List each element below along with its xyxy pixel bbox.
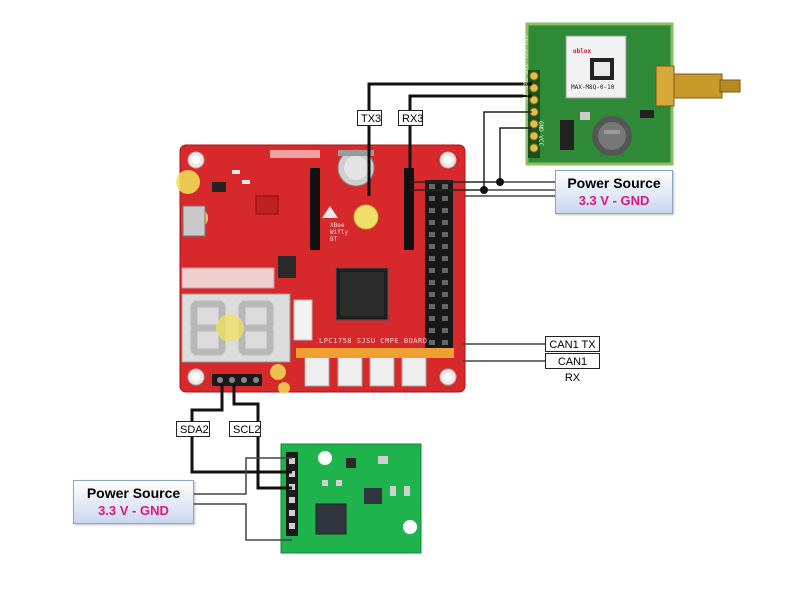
- sensor-module: [280, 443, 422, 554]
- junction-dot: [480, 186, 488, 194]
- tx3-label: TX3: [357, 110, 382, 126]
- power-bottom-vcc: [194, 457, 292, 495]
- rx3-wire: [408, 94, 532, 192]
- gps-chip-model: MAX-M8Q-0-10: [571, 84, 615, 91]
- power-source-box-top: Power Source 3.3 V - GND: [555, 170, 673, 214]
- power-source-voltage: 3.3 V - GND: [578, 193, 650, 208]
- sda2-label: SDA2: [176, 421, 210, 437]
- gps-chip-brand: ublox: [573, 48, 592, 55]
- gps-gnd-wire: [410, 127, 532, 183]
- wires: [190, 82, 556, 541]
- tx3-wire: [367, 82, 532, 196]
- scl2-wire: [232, 384, 292, 490]
- board-caption: LPC1758 SJSU CMPE BOARD: [319, 337, 428, 345]
- gps-module: [525, 22, 741, 166]
- can1-rx-label: CAN1 RX: [545, 353, 600, 384]
- power-source-title: Power Source: [567, 175, 661, 191]
- sda2-wire: [190, 384, 292, 474]
- power-source-title: Power Source: [86, 485, 181, 501]
- lpc1758-board: [176, 144, 466, 394]
- scl2-label: SCL2: [229, 421, 261, 437]
- power-source-voltage: 3.3 V - GND: [98, 503, 169, 518]
- gps-pin-text: SDA SCL TXD RXD TP: [521, 34, 529, 101]
- power-bottom-gnd: [194, 503, 292, 541]
- rx3-label: RX3: [398, 110, 423, 126]
- junction-dot: [496, 178, 504, 186]
- power-source-box-bottom: Power Source 3.3 V - GND: [73, 480, 194, 524]
- gps-pin-text-2: GND VCC: [537, 120, 545, 147]
- can1-tx-label: CAN1 TX: [545, 336, 600, 352]
- xbee-label: XBee Wifly BT: [330, 222, 349, 243]
- gps-vcc-wire: [410, 111, 532, 191]
